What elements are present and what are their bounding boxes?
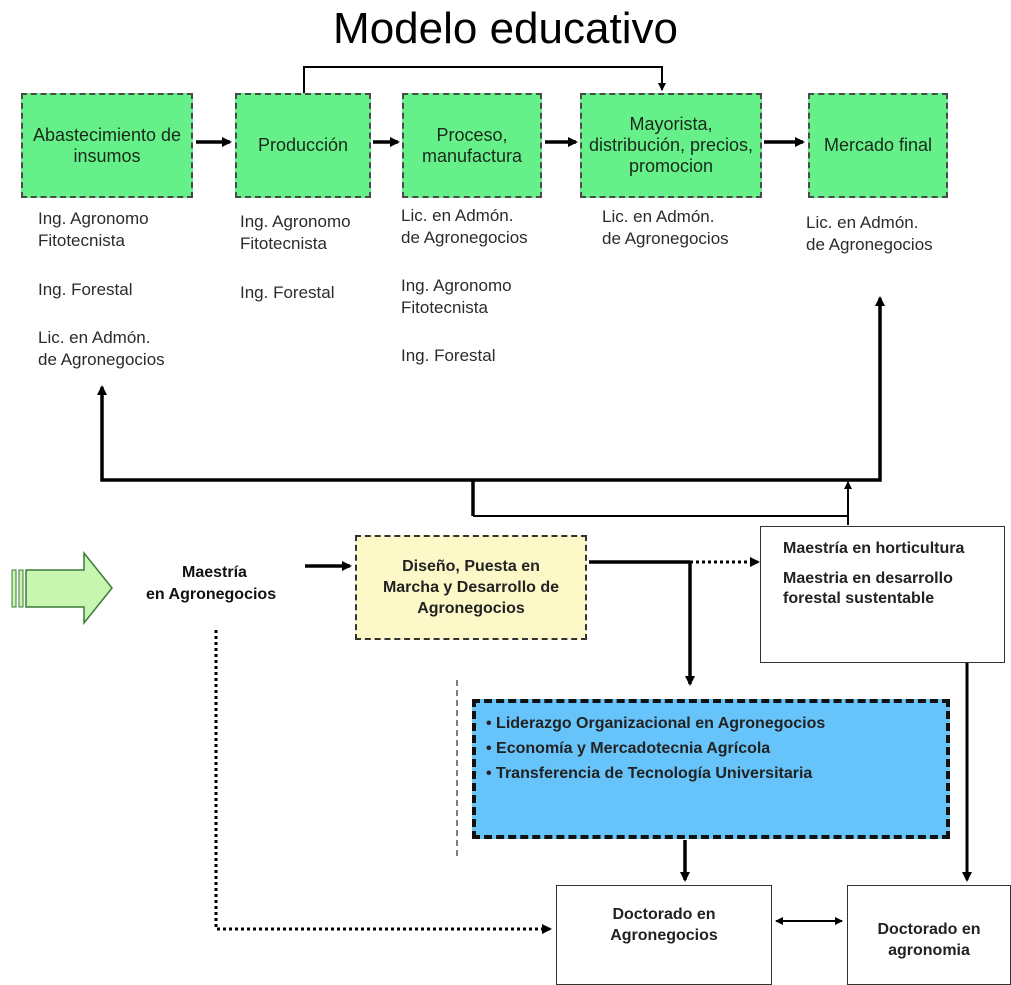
maestria-label: en Agronegocios: [146, 586, 277, 603]
entry-arrow-icon: [11, 550, 113, 626]
stage-label: Proceso, manufactura: [421, 124, 523, 166]
research-line: • Economía y Mercadotecnia Agrícola: [486, 740, 771, 757]
program-lic-admon: Lic. en Admón.: [806, 213, 919, 232]
program-ing-forestal: Ing. Forestal: [38, 280, 133, 299]
program-lic-admon: Lic. en Admón.: [602, 207, 715, 226]
horti-line: Maestría en horticultura: [783, 540, 965, 557]
horti-line: Maestria en desarrollo: [783, 570, 953, 587]
diseno-box: Diseño, Puesta en Marcha y Desarrollo de…: [355, 535, 587, 640]
diseno-line: Marcha y Desarrollo de: [382, 579, 560, 596]
program-ing-agronomo: Ing. Agronomo: [401, 276, 512, 295]
program-fitotecnista: Fitotecnista: [38, 231, 125, 250]
program-agronegocios: de Agronegocios: [602, 229, 729, 248]
maestria-horticultura-box: Maestría en horticultura Maestria en des…: [760, 526, 1005, 663]
stage-label: Producción: [257, 135, 349, 155]
stage-label: Mayorista, distribución, precios, promoc…: [588, 114, 754, 176]
research-line: • Transferencia de Tecnología Universita…: [486, 765, 813, 782]
program-lic-admon: Lic. en Admón.: [38, 328, 151, 347]
program-ing-agronomo: Ing. Agronomo: [38, 209, 149, 228]
program-fitotecnista: Fitotecnista: [401, 298, 488, 317]
produccion-to-mayorista-connector: [303, 66, 666, 93]
research-line: • Liderazgo Organizacional en Agronegoci…: [486, 715, 826, 732]
stage-mayorista-box: Mayorista, distribución, precios, promoc…: [580, 93, 762, 198]
doctorado-line: agronomia: [888, 942, 970, 959]
doctorado-line: Doctorado en: [877, 921, 981, 938]
program-agronegocios: de Agronegocios: [38, 350, 165, 369]
program-agronegocios: de Agronegocios: [806, 235, 933, 254]
diseno-line: Diseño, Puesta en: [402, 558, 540, 575]
stage-abastecimiento-box: Abastecimiento de insumos: [21, 93, 193, 198]
stage-proceso-box: Proceso, manufactura: [402, 93, 542, 198]
stage-label: Abastecimiento de insumos: [32, 124, 182, 166]
program-ing-agronomo: Ing. Agronomo: [240, 212, 351, 231]
program-ing-forestal: Ing. Forestal: [401, 346, 496, 365]
stage-produccion-box: Producción: [235, 93, 371, 198]
doctorado-line: Agronegocios: [610, 927, 718, 944]
program-agronegocios: de Agronegocios: [401, 228, 528, 247]
doctorado-line: Doctorado en: [612, 906, 716, 923]
maestria-label: Maestría: [182, 564, 247, 581]
diseno-line: Agronegocios: [417, 600, 525, 617]
program-fitotecnista: Fitotecnista: [240, 234, 327, 253]
program-ing-forestal: Ing. Forestal: [240, 283, 335, 302]
doctorado-agronomia-box: Doctorado en agronomia: [847, 885, 1011, 985]
feedback-loop-left: [97, 385, 473, 482]
horti-line: forestal sustentable: [783, 590, 935, 607]
stage-label: Mercado final: [823, 135, 933, 155]
stage-mercado-box: Mercado final: [808, 93, 948, 198]
page-title: Modelo educativo: [333, 4, 678, 53]
doctorado-agronegocios-box: Doctorado en Agronegocios: [556, 885, 772, 985]
research-lines-box: • Liderazgo Organizacional en Agronegoci…: [472, 699, 950, 839]
program-lic-admon: Lic. en Admón.: [401, 206, 514, 225]
feedback-loop-right: [473, 296, 885, 482]
